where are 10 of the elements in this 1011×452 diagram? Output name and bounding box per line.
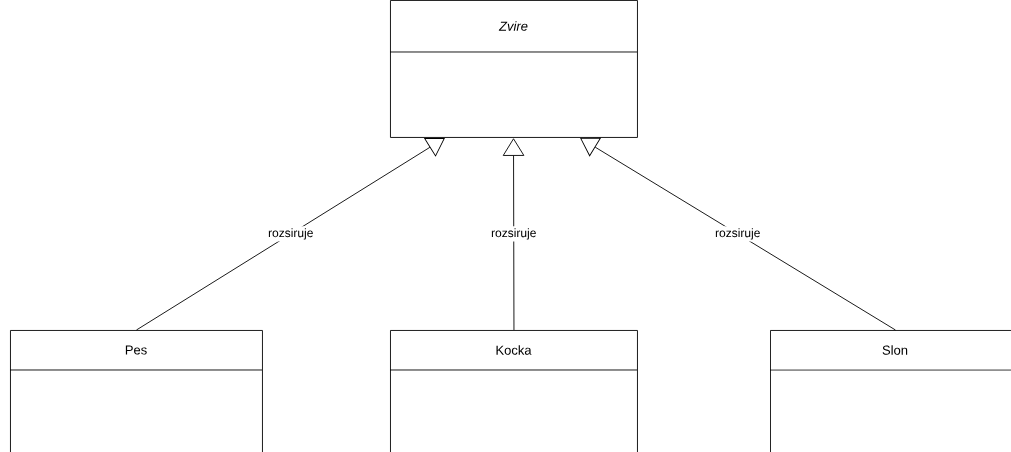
generalization-arrow: [580, 137, 896, 331]
class-box: Slon: [769, 330, 1011, 452]
edge-label: rozsiruje: [266, 226, 316, 242]
class-box: Pes: [9, 330, 263, 452]
edge-label: rozsiruje: [713, 226, 763, 242]
generalization-arrow: [136, 137, 445, 331]
class-box: Kocka: [389, 330, 638, 452]
generalization-arrow: [502, 138, 525, 331]
edge-label: rozsiruje: [489, 226, 539, 242]
class-box: Zvire: [389, 0, 638, 138]
